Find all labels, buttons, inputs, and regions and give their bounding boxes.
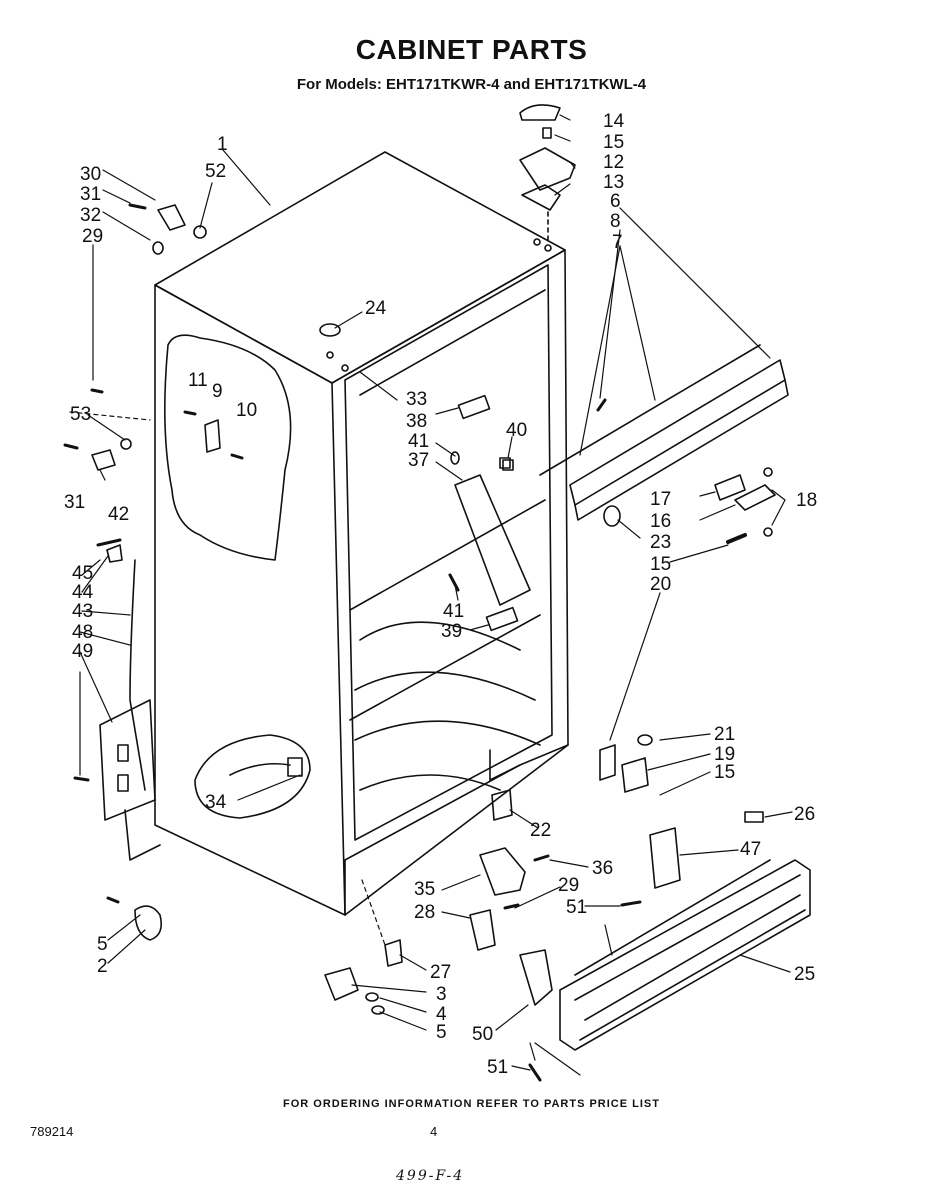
- toe-grille: [559, 859, 811, 1051]
- callout-15b: 15: [650, 554, 671, 575]
- callout-12: 12: [603, 152, 624, 173]
- callout-29b: 29: [558, 875, 579, 896]
- callout-47: 47: [740, 839, 761, 860]
- document-number: 789214: [30, 1124, 74, 1139]
- callout-26: 26: [794, 804, 815, 825]
- page-subtitle: For Models: EHT171TKWR-4 and EHT171TKWL-…: [296, 76, 647, 93]
- callout-10: 10: [236, 400, 257, 421]
- callout-23: 23: [650, 532, 671, 553]
- callout-labels: 1 2 3 4 5 5 5 6 7 8 9 10 11 12 13 14 15 …: [64, 111, 817, 1078]
- callout-51a: 51: [566, 897, 587, 918]
- callout-36: 36: [592, 858, 613, 879]
- callout-53: 53: [70, 404, 91, 425]
- page-number: 4: [430, 1124, 438, 1139]
- callout-49: 49: [72, 641, 93, 662]
- callout-8: 8: [610, 211, 621, 232]
- callout-31a: 31: [80, 184, 101, 205]
- bottom-hinge: [491, 734, 653, 821]
- ordering-info-footer: FOR ORDERING INFORMATION REFER TO PARTS …: [283, 1098, 660, 1110]
- hinge-bar: [539, 344, 789, 521]
- callout-39: 39: [441, 621, 462, 642]
- callout-51b: 51: [487, 1057, 508, 1078]
- callout-5b: 5: [436, 1022, 447, 1043]
- center-hinge: [603, 467, 776, 544]
- leader-lines: [69, 114, 793, 1076]
- callout-14: 14: [603, 111, 625, 132]
- callout-17: 17: [650, 489, 671, 510]
- callout-45: 45: [72, 563, 93, 584]
- callout-40: 40: [506, 420, 527, 441]
- small-parts: [63, 203, 764, 1082]
- callout-35: 35: [414, 879, 435, 900]
- callout-24: 24: [365, 298, 387, 319]
- callout-3: 3: [436, 984, 447, 1005]
- callout-29a: 29: [82, 226, 103, 247]
- callout-27: 27: [430, 962, 451, 983]
- callout-43: 43: [72, 601, 93, 622]
- callout-34: 34: [205, 792, 227, 813]
- callout-18: 18: [796, 490, 817, 511]
- callout-15c: 15: [714, 762, 735, 783]
- callout-48: 48: [72, 622, 93, 643]
- callout-25: 25: [794, 964, 815, 985]
- callout-52: 52: [205, 161, 226, 182]
- callout-41a: 41: [408, 431, 429, 452]
- callout-20: 20: [650, 574, 671, 595]
- callout-19: 19: [714, 744, 735, 765]
- page-title: CABINET PARTS: [355, 34, 588, 65]
- callout-16: 16: [650, 511, 671, 532]
- callout-6: 6: [610, 191, 621, 212]
- callout-50: 50: [472, 1024, 493, 1045]
- handwritten-note: 499-F-4: [396, 1168, 465, 1184]
- callout-41b: 41: [443, 601, 464, 622]
- callout-5a: 5: [97, 934, 108, 955]
- callout-9: 9: [212, 381, 223, 402]
- callout-1: 1: [217, 134, 228, 155]
- callout-13: 13: [603, 172, 624, 193]
- callout-31b: 31: [64, 492, 85, 513]
- callout-2: 2: [97, 956, 108, 977]
- callout-22: 22: [530, 820, 551, 841]
- callout-38: 38: [406, 411, 427, 432]
- callout-11: 11: [188, 370, 208, 391]
- cabinet-body: [154, 151, 569, 916]
- callout-30: 30: [80, 164, 101, 185]
- callout-42: 42: [108, 504, 129, 525]
- door-rack: [454, 394, 531, 632]
- callout-15a: 15: [603, 132, 624, 153]
- callout-21: 21: [714, 724, 735, 745]
- callout-33: 33: [406, 389, 427, 410]
- callout-4: 4: [436, 1004, 447, 1025]
- wire-harness-cutaway: [194, 734, 311, 819]
- callout-7: 7: [612, 232, 623, 253]
- callout-44: 44: [72, 582, 94, 603]
- callout-37: 37: [408, 450, 429, 471]
- callout-32: 32: [80, 205, 101, 226]
- side-cutaway: [164, 334, 292, 561]
- callout-28: 28: [414, 902, 435, 923]
- top-hinge: [519, 104, 576, 241]
